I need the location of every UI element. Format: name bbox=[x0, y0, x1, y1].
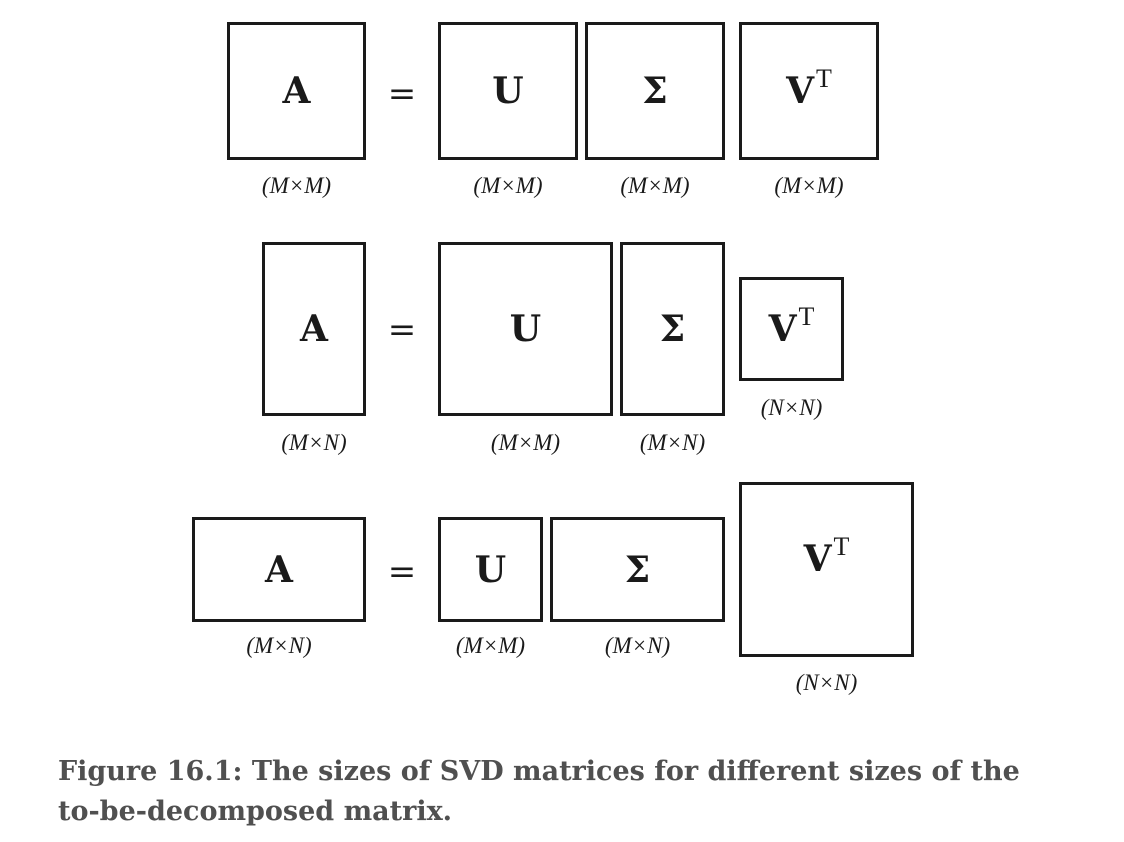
row3-matrix-u-dims: (M×M) bbox=[455, 633, 526, 658]
row1-matrix-sigma: Σ bbox=[585, 22, 725, 160]
row3-matrix-sigma-dims: (M×N) bbox=[604, 633, 671, 658]
row2-matrix-a-label: A bbox=[300, 308, 328, 350]
row3-matrix-a-dims: (M×N) bbox=[246, 633, 312, 658]
row3-equals-sign: = bbox=[387, 552, 417, 592]
row1-matrix-a-label: A bbox=[282, 70, 311, 112]
row3-matrix-u: U bbox=[438, 517, 543, 622]
row1-matrix-u-label: U bbox=[492, 70, 524, 112]
row2-matrix-a: A bbox=[262, 242, 366, 416]
row1-matrix-vt: VT bbox=[739, 22, 879, 160]
row1-matrix-vt-dims: (M×M) bbox=[774, 173, 844, 198]
row3-matrix-sigma: Σ bbox=[550, 517, 725, 622]
row3-matrix-a: A bbox=[192, 517, 366, 622]
row2-matrix-vt-label: VT bbox=[768, 304, 815, 350]
row2-matrix-vt-dims: (N×N) bbox=[760, 395, 823, 420]
row3-matrix-vt-superscript: T bbox=[833, 532, 850, 561]
row2-matrix-u: U bbox=[438, 242, 613, 416]
row1-matrix-vt-symbol: V bbox=[786, 70, 815, 112]
row2-matrix-vt: VT bbox=[739, 277, 844, 381]
row2-matrix-sigma-label: Σ bbox=[659, 308, 686, 350]
row1-matrix-a: A bbox=[227, 22, 366, 160]
row1-matrix-u: U bbox=[438, 22, 578, 160]
row3-matrix-sigma-label: Σ bbox=[624, 548, 651, 591]
row1-equals-sign: = bbox=[387, 74, 417, 114]
row2-matrix-sigma: Σ bbox=[620, 242, 725, 416]
row3-matrix-vt-symbol: V bbox=[803, 538, 832, 580]
row2-equals-sign: = bbox=[387, 310, 417, 350]
row1-matrix-vt-superscript: T bbox=[816, 64, 832, 93]
row1-matrix-u-dims: (M×M) bbox=[473, 173, 543, 198]
row1-matrix-a-dims: (M×M) bbox=[261, 173, 332, 198]
row3-matrix-u-label: U bbox=[474, 548, 507, 591]
row1-matrix-sigma-label: Σ bbox=[642, 70, 668, 112]
row3-matrix-vt: VT bbox=[739, 482, 914, 657]
row3-matrix-vt-dims: (N×N) bbox=[795, 670, 858, 695]
row2-matrix-u-dims: (M×M) bbox=[490, 430, 561, 455]
row3-matrix-vt-label: VT bbox=[803, 534, 850, 580]
row2-matrix-vt-symbol: V bbox=[768, 308, 797, 350]
row2-matrix-vt-superscript: T bbox=[798, 302, 815, 331]
row2-matrix-sigma-dims: (M×N) bbox=[639, 430, 706, 455]
figure-caption: Figure 16.1: The sizes of SVD matrices f… bbox=[58, 756, 1020, 827]
row3-matrix-a-label: A bbox=[265, 548, 293, 591]
row2-matrix-a-dims: (M×N) bbox=[281, 430, 347, 455]
row1-matrix-sigma-dims: (M×M) bbox=[620, 173, 690, 198]
row2-matrix-u-label: U bbox=[509, 308, 542, 350]
row1-matrix-vt-label: VT bbox=[786, 66, 832, 112]
